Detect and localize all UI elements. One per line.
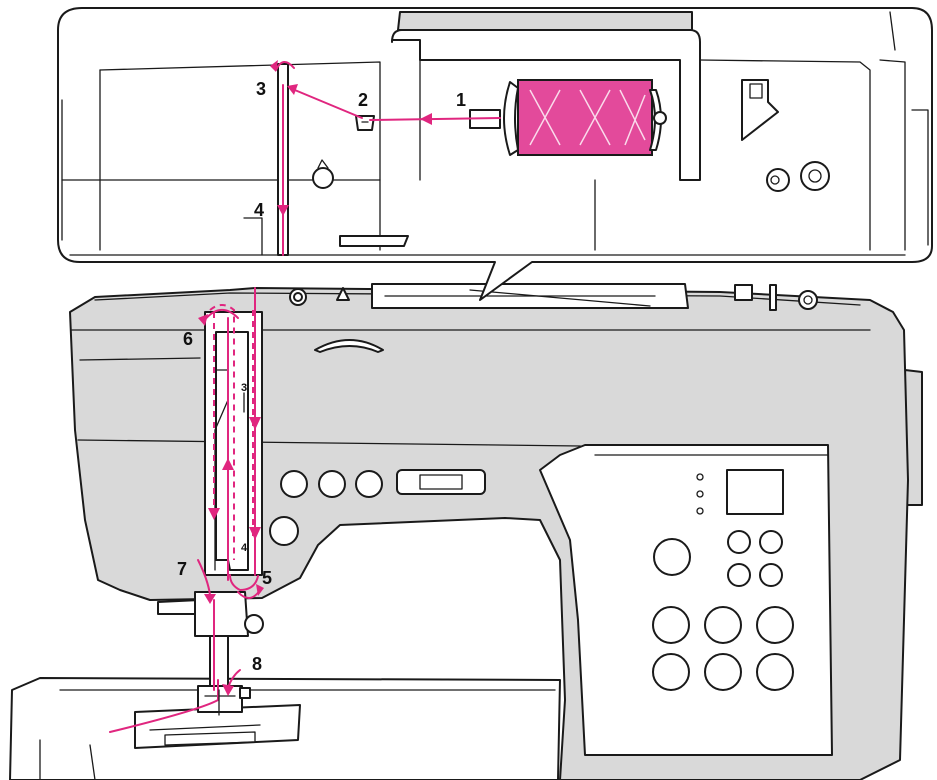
control-panel	[652, 469, 794, 691]
step-label-3: 3	[256, 79, 266, 99]
head-buttons	[269, 469, 486, 546]
thread-guide-icon	[355, 115, 375, 131]
machine-bed	[9, 677, 561, 780]
step-label-1: 1	[456, 90, 466, 110]
guide-marking-3: 3	[241, 382, 247, 394]
thread-path-lower	[109, 287, 264, 733]
step-label-2: 2	[358, 90, 368, 110]
thread-path-upper	[270, 60, 501, 256]
detail-callout	[57, 7, 933, 301]
guide-marking-4: 4	[241, 542, 248, 554]
thread-spool-icon	[469, 79, 667, 156]
step-label-8: 8	[252, 654, 262, 674]
step-label-7: 7	[177, 559, 187, 579]
presser-foot-icon	[197, 685, 243, 713]
step-label-4: 4	[254, 200, 264, 220]
start-stop-button-icon	[653, 538, 691, 576]
step-labels: 1 2 3 4 5 6 7 8	[177, 79, 466, 674]
step-label-6: 6	[183, 329, 193, 349]
step-label-5: 5	[262, 568, 272, 588]
